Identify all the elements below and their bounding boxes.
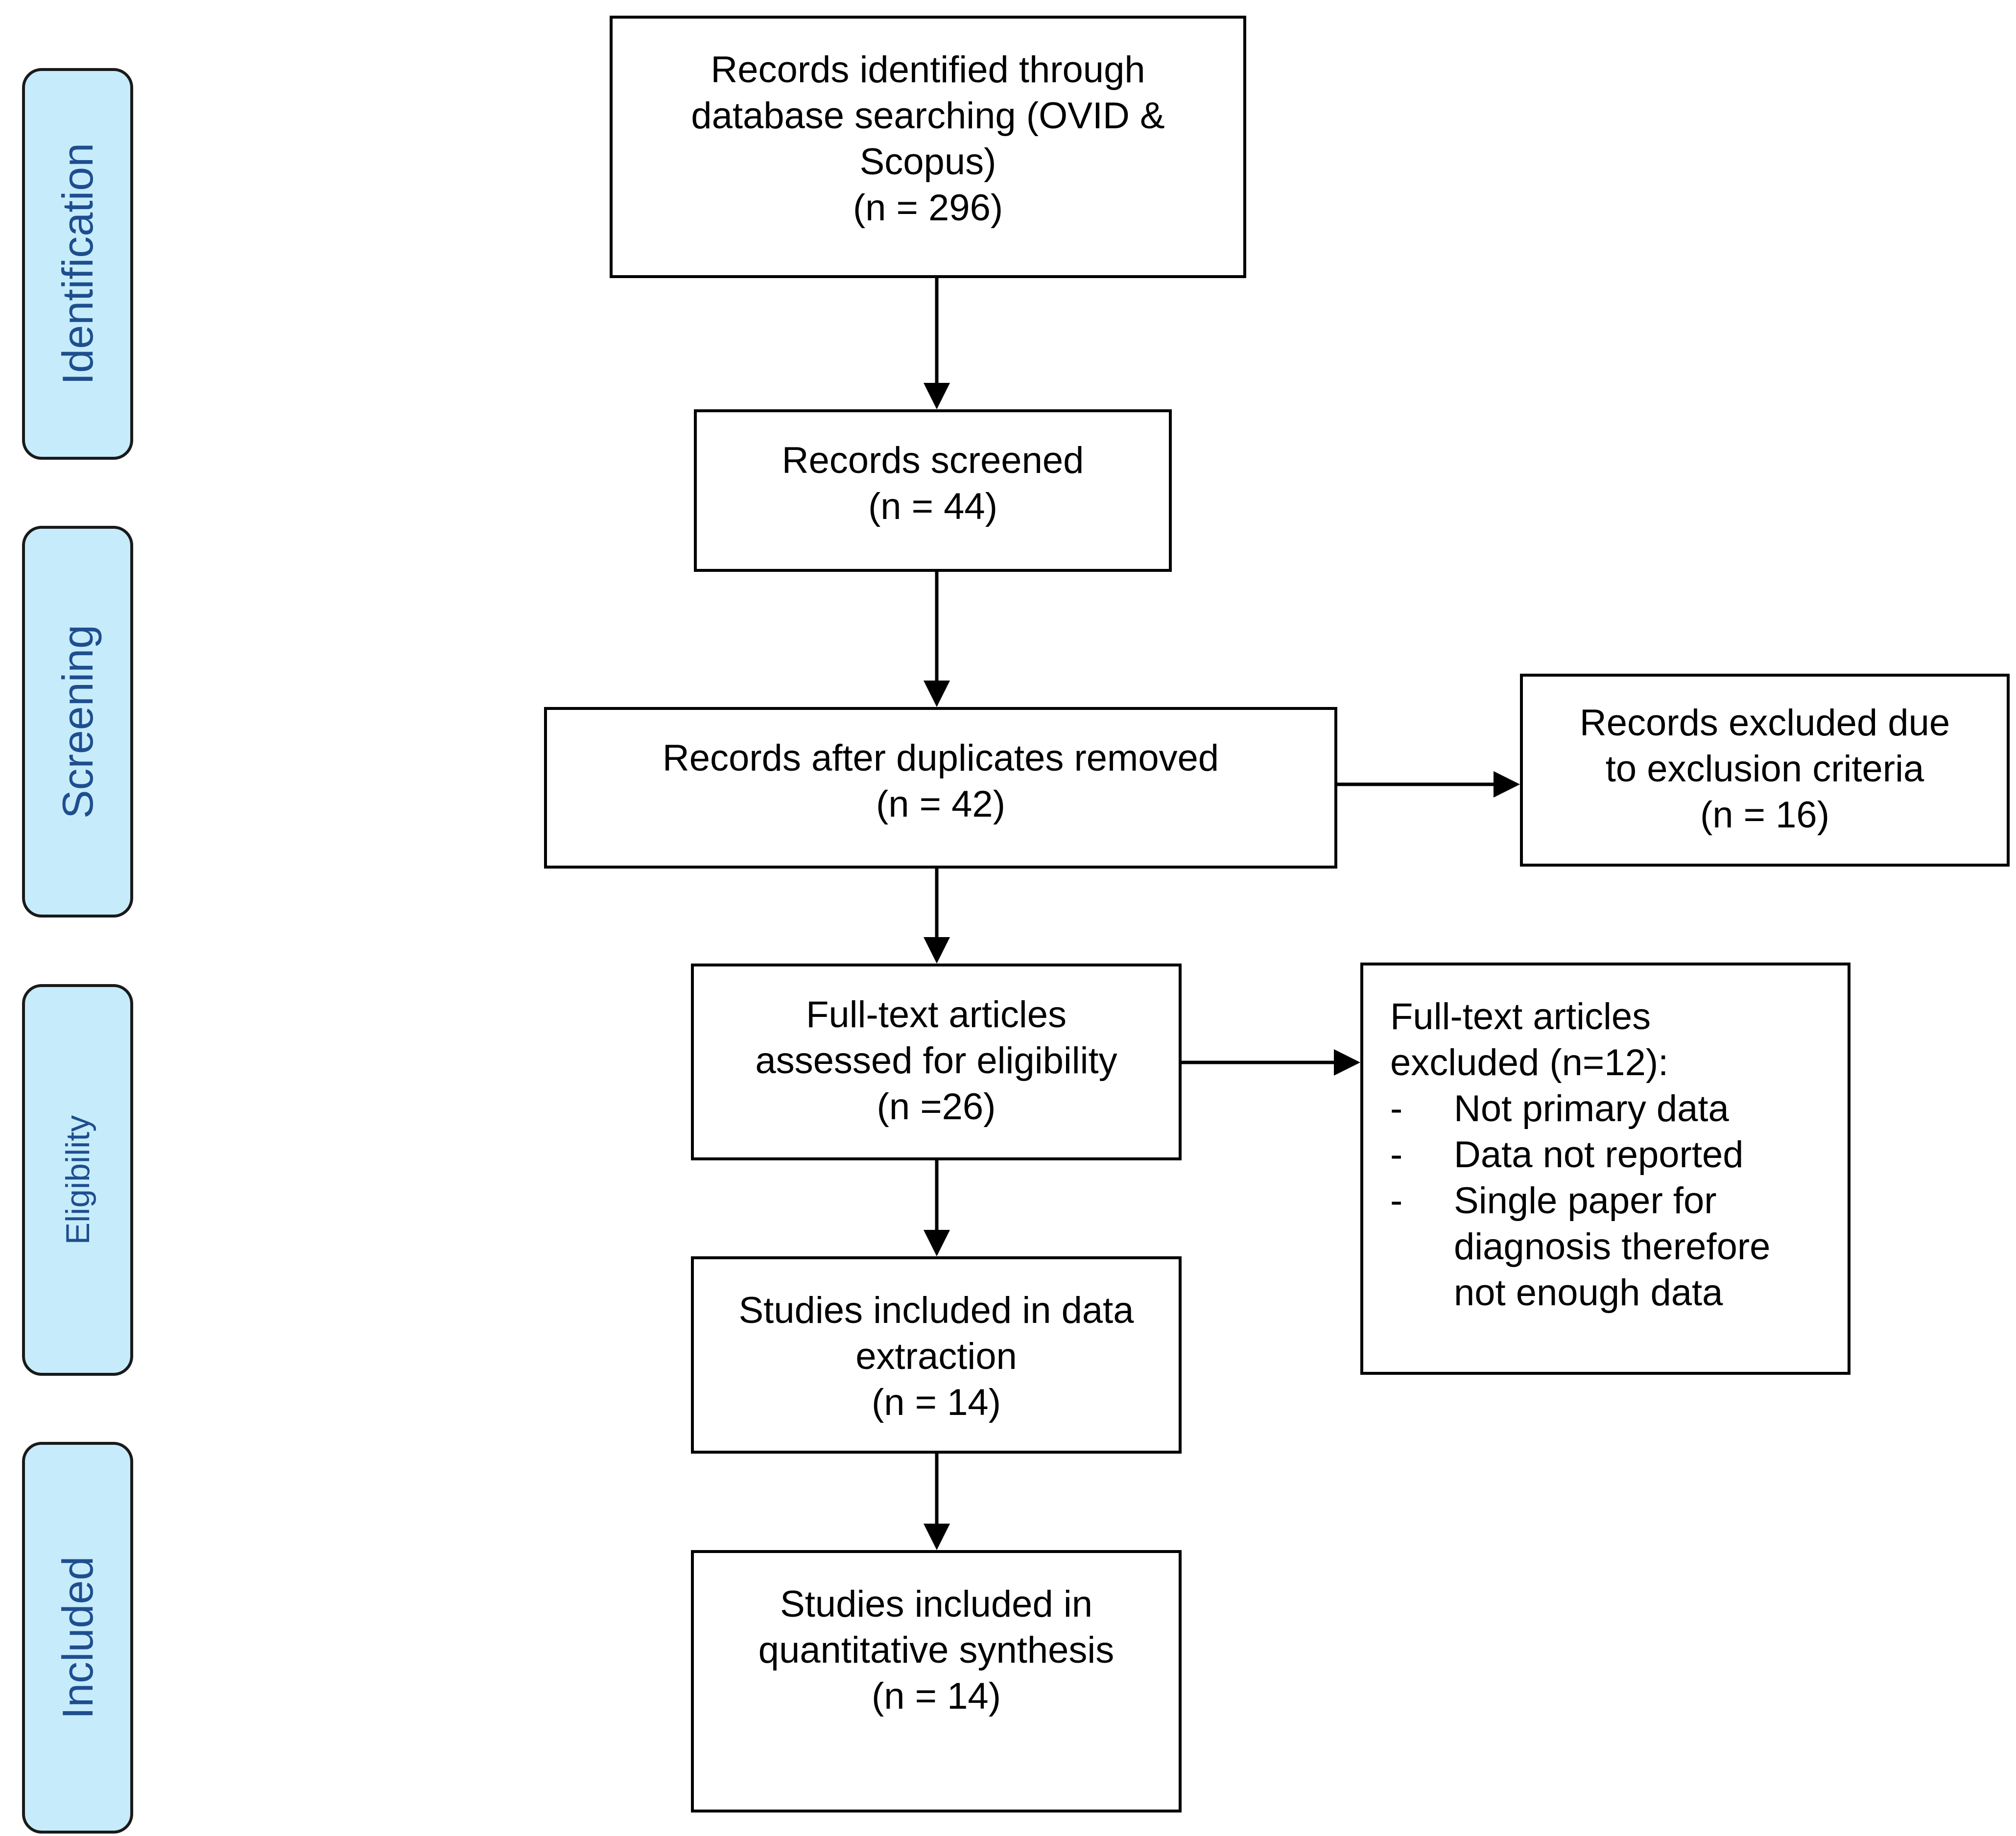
- exclusion-reason-item: - Data not reported: [1390, 1132, 1744, 1178]
- records-after-duplicates-line-1: Records after duplicates removed: [662, 737, 1219, 779]
- exclusion-reason-bullet: -: [1390, 1180, 1403, 1222]
- arrowhead-quantitative: [924, 1524, 950, 1550]
- arrowhead-fulltext: [924, 937, 950, 964]
- box-quantitative-synthesis: Studies included in quantitative synthes…: [691, 1550, 1182, 1812]
- exclusion-reason-item: - Single paper for diagnosis therefore n…: [1390, 1178, 1770, 1316]
- exclusion-reason-text-line: diagnosis therefore: [1454, 1226, 1771, 1268]
- records-excluded-count: (n = 16): [1700, 794, 1830, 836]
- fulltext-assessed-line-1: Full-text articles: [806, 994, 1067, 1036]
- records-identified-line-1: Records identified through: [711, 49, 1145, 91]
- data-extraction-count: (n = 14): [871, 1382, 1001, 1423]
- exclusion-reason-text-line: Single paper for: [1454, 1180, 1717, 1222]
- fulltext-assessed-count: (n =26): [877, 1086, 996, 1128]
- quantitative-line-1: Studies included in: [780, 1583, 1092, 1625]
- stage-screening: Screening: [22, 526, 133, 918]
- quantitative-line-2: quantitative synthesis: [758, 1629, 1115, 1671]
- records-screened-count: (n = 44): [868, 486, 998, 527]
- box-records-identified: Records identified through database sear…: [610, 16, 1246, 278]
- box-records-after-duplicates: Records after duplicates removed (n = 42…: [544, 707, 1337, 869]
- records-screened-line-1: Records screened: [782, 440, 1084, 481]
- records-excluded-line-1: Records excluded due: [1579, 702, 1950, 744]
- box-fulltext-excluded: Full-text articles excluded (n=12): - No…: [1360, 963, 1850, 1375]
- stage-eligibility: Eligibility: [22, 984, 133, 1376]
- data-extraction-line-2: extraction: [855, 1336, 1017, 1377]
- records-excluded-line-2: to exclusion criteria: [1605, 748, 1924, 790]
- records-identified-count: (n = 296): [853, 187, 1003, 229]
- arrowhead-excluded-criteria: [1494, 771, 1520, 798]
- arrowhead-fulltext-excluded: [1334, 1049, 1360, 1076]
- box-records-screened: Records screened (n = 44): [694, 409, 1172, 572]
- exclusion-reason-text: Not primary data: [1454, 1088, 1729, 1130]
- quantitative-count: (n = 14): [871, 1675, 1001, 1717]
- box-fulltext-assessed: Full-text articles assessed for eligibil…: [691, 964, 1182, 1160]
- arrowhead-duplicates: [924, 681, 950, 707]
- records-identified-line-3: Scopus): [859, 141, 996, 183]
- box-data-extraction: Studies included in data extraction (n =…: [691, 1256, 1182, 1454]
- fulltext-excluded-heading-2: excluded (n=12):: [1390, 1042, 1669, 1083]
- exclusion-reason-text-line: not enough data: [1454, 1272, 1723, 1314]
- stage-included: Included: [22, 1442, 133, 1834]
- exclusion-reason-text: Data not reported: [1454, 1134, 1744, 1176]
- data-extraction-line-1: Studies included in data: [738, 1290, 1134, 1331]
- exclusion-reason-bullet: -: [1390, 1134, 1403, 1176]
- arrowhead-extraction: [924, 1230, 950, 1256]
- records-after-duplicates-count: (n = 42): [876, 783, 1006, 825]
- records-identified-line-2: database searching (OVID &: [691, 95, 1165, 137]
- exclusion-reason-bullet: -: [1390, 1088, 1403, 1130]
- fulltext-assessed-line-2: assessed for eligibility: [755, 1040, 1117, 1082]
- exclusion-reason-text-block: Single paper for diagnosis therefore not…: [1454, 1178, 1770, 1316]
- exclusion-reason-item: - Not primary data: [1390, 1086, 1729, 1132]
- box-records-excluded-criteria: Records excluded due to exclusion criter…: [1520, 674, 2010, 867]
- fulltext-excluded-heading-1: Full-text articles: [1390, 996, 1651, 1037]
- arrowhead-screened: [924, 383, 950, 409]
- stage-identification: Identification: [22, 68, 133, 460]
